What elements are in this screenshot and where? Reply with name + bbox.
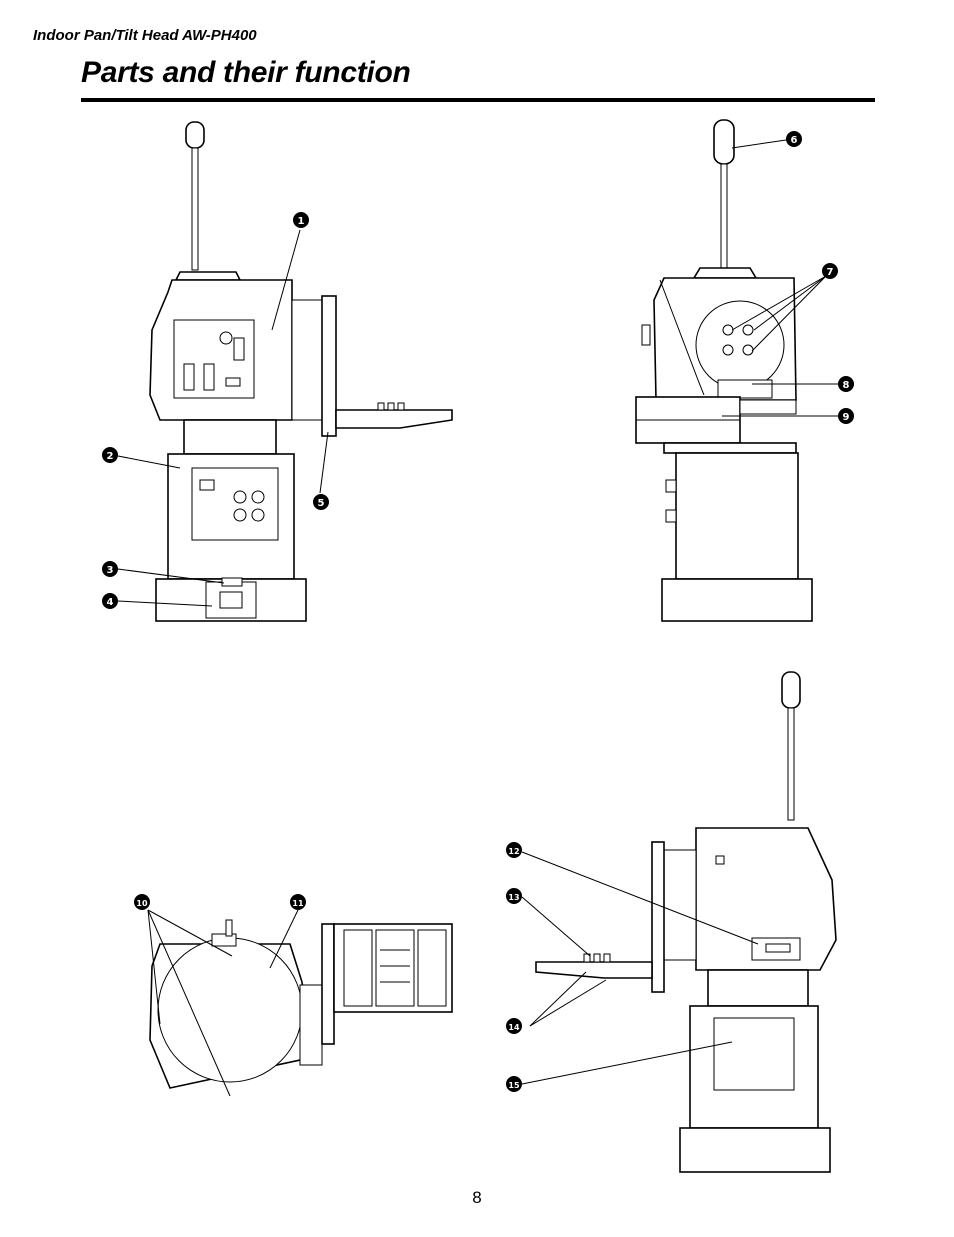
svg-text:15: 15 xyxy=(508,1081,520,1090)
callout-5: 5 xyxy=(313,494,329,510)
callout-7: 7 xyxy=(822,263,838,279)
callout-4: 4 xyxy=(102,593,118,609)
callout-3: 3 xyxy=(102,561,118,577)
callout-12: 12 xyxy=(506,842,522,858)
svg-text:10: 10 xyxy=(136,899,148,908)
svg-text:14: 14 xyxy=(508,1023,520,1032)
svg-text:5: 5 xyxy=(318,498,325,509)
side-view-figure xyxy=(117,121,453,622)
svg-text:3: 3 xyxy=(107,565,114,576)
callout-13: 13 xyxy=(506,888,522,904)
callout-14: 14 xyxy=(506,1018,522,1034)
document-header: Indoor Pan/Tilt Head AW-PH400 xyxy=(33,27,257,44)
svg-text:6: 6 xyxy=(791,135,798,146)
callout-15: 15 xyxy=(506,1076,522,1092)
callout-10: 10 xyxy=(134,894,150,910)
callout-8: 8 xyxy=(838,376,854,392)
title-rule xyxy=(81,98,875,102)
front-side-view-figure xyxy=(521,671,837,1173)
svg-text:4: 4 xyxy=(107,597,114,608)
svg-text:1: 1 xyxy=(298,216,305,227)
page-number: 8 xyxy=(472,1188,482,1207)
top-view-figure xyxy=(147,909,453,1097)
svg-text:2: 2 xyxy=(107,451,114,462)
svg-text:9: 9 xyxy=(843,412,850,423)
svg-text:12: 12 xyxy=(508,847,519,856)
svg-text:13: 13 xyxy=(508,893,519,902)
callout-11: 11 xyxy=(290,894,306,910)
callout-9: 9 xyxy=(838,408,854,424)
callout-1: 1 xyxy=(293,212,309,228)
page-title: Parts and their function xyxy=(81,56,411,89)
callout-6: 6 xyxy=(786,131,802,147)
rear-view-figure xyxy=(635,119,838,622)
svg-text:8: 8 xyxy=(843,380,850,391)
svg-text:7: 7 xyxy=(827,267,834,278)
svg-text:11: 11 xyxy=(292,899,304,908)
callout-2: 2 xyxy=(102,447,118,463)
